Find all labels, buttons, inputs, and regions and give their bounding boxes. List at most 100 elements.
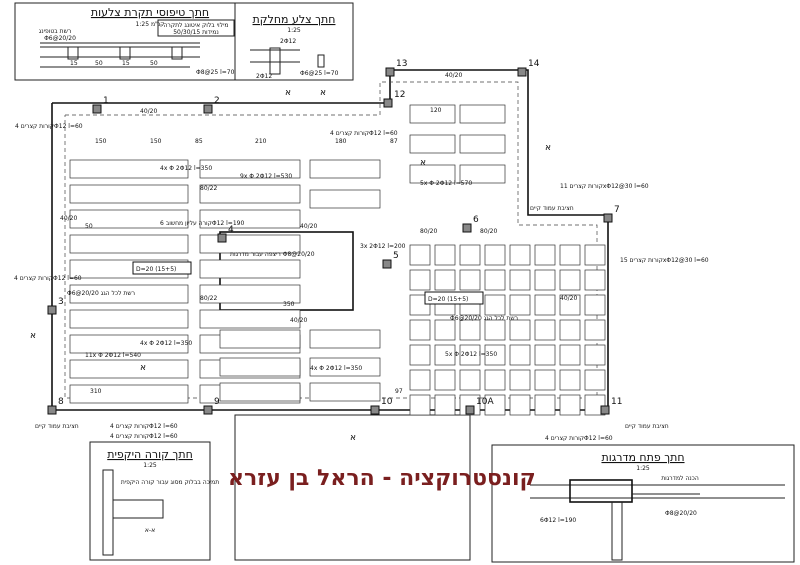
- rebar-label: 4x Φ 2Φ12 l=350: [310, 365, 362, 372]
- slab-block: [69, 359, 189, 379]
- slab-block: [484, 394, 506, 416]
- column-number: 1: [103, 96, 109, 106]
- bottom-extension: [234, 414, 471, 561]
- stirrup-note: קורות קצרים 4Φ12 l=60: [14, 275, 82, 282]
- column-number: 12: [394, 90, 405, 100]
- slab-block: [534, 319, 556, 341]
- bar-note: 6Φ12 l=190: [540, 517, 576, 524]
- dimension: 210: [255, 138, 267, 145]
- mesh-spec: Φ6@20/20: [44, 35, 76, 42]
- slab-block: [484, 344, 506, 366]
- column: [383, 98, 393, 108]
- slab-block: [459, 269, 481, 291]
- column-number: 7: [614, 205, 620, 215]
- column: [217, 233, 227, 243]
- slab-block: [199, 259, 301, 279]
- detail-scale: 1:25: [143, 462, 157, 469]
- rebar-label: 3x 2Φ12 l=200: [360, 243, 406, 250]
- column-note: חציבת עמוד קיים: [530, 205, 574, 212]
- detail-title: חתך צלע מחלקת: [253, 13, 336, 26]
- section-mark: א: [545, 143, 551, 153]
- column-number: 4: [228, 225, 234, 235]
- column: [462, 223, 472, 233]
- dim: 50: [150, 60, 158, 67]
- slab-block: [534, 369, 556, 391]
- column-note: חציבת עמוד קיים: [625, 423, 669, 430]
- beam-label: 40/20: [290, 317, 307, 324]
- mesh-label: רשת לכל הגג Φ6@20/20: [67, 290, 135, 297]
- slab-block: [584, 244, 606, 266]
- column-number: 6: [473, 215, 479, 225]
- slab-block: [199, 184, 301, 204]
- column-note: חציבת עמוד קיים: [35, 423, 79, 430]
- detail-stair-opening: חתך פתח מדרגות 1:25 הכנה למדרגות 6Φ12 l=…: [491, 444, 795, 563]
- slab-block: [199, 284, 301, 304]
- column: [465, 405, 475, 415]
- slab-block: [484, 319, 506, 341]
- rebar-label: 5x Φ 2Φ12 l=570: [420, 180, 472, 187]
- slab-block: [559, 319, 581, 341]
- slab-block: [484, 269, 506, 291]
- slab-block: [459, 369, 481, 391]
- beam-label: 40/20: [445, 72, 462, 79]
- column-number: 10A: [476, 397, 494, 407]
- column-number: 9: [214, 397, 220, 407]
- slab-block: [309, 357, 381, 377]
- section-label: א-א: [145, 527, 155, 534]
- slab-block: [309, 159, 381, 179]
- stirrup-note: Φ8@25 l=70: [196, 69, 235, 76]
- column-number: 13: [396, 59, 407, 69]
- beam-label: 80/20: [480, 228, 497, 235]
- detail-title: חתך קורה היקפית: [107, 448, 193, 461]
- dim: 50: [95, 60, 103, 67]
- title-banner: קונסטרוקציה - הראל בן עזרא: [228, 466, 536, 491]
- beam-label: 40/20: [60, 215, 77, 222]
- section-mark: א: [285, 88, 291, 98]
- slab-block: [509, 344, 531, 366]
- detail-edge-beam: חתך קורה היקפית 1:25 תמיכה בבלוק מסוג עב…: [89, 441, 219, 561]
- stirrup-note: קורות קצרים 15xΦ12@30 l=60: [620, 257, 709, 264]
- detail-rib-section: חתך צלע מחלקת 1:25 2Φ12 2Φ12 Φ6@25 l=70: [234, 2, 354, 81]
- slab-block: [309, 189, 381, 209]
- slab-block: [434, 269, 456, 291]
- dimension: 50: [85, 223, 93, 230]
- slab-block: [459, 319, 481, 341]
- slab-block: [69, 384, 189, 404]
- slab-block: [409, 104, 456, 124]
- column-number: 14: [528, 59, 540, 69]
- slab-block: [584, 319, 606, 341]
- column: [203, 405, 213, 415]
- detail-scale: קנ"מ 1:25: [136, 21, 165, 28]
- slab-block: [534, 344, 556, 366]
- rebar-label: 4x Φ 2Φ12 l=350: [160, 165, 212, 172]
- slab-block: [484, 294, 506, 316]
- slab-block: [409, 269, 431, 291]
- section-mark: א: [320, 88, 326, 98]
- slab-block: [509, 394, 531, 416]
- column: [203, 104, 213, 114]
- stirrup-note: קורות קצרים 4Φ12 l=60: [110, 423, 178, 430]
- section-mark: א: [140, 363, 146, 373]
- slab-block: [559, 294, 581, 316]
- slab-block: [559, 244, 581, 266]
- stair-beam-note: קורה עליון מחשוב 6Φ12 l=190: [160, 220, 244, 227]
- slab-block: [484, 369, 506, 391]
- slab-block: [534, 394, 556, 416]
- slab-block: [434, 394, 456, 416]
- dimension: 180: [335, 138, 347, 145]
- slab-block: [459, 394, 481, 416]
- beam-label: 40/20: [560, 295, 577, 302]
- slab-block: [584, 294, 606, 316]
- slab-block: [509, 244, 531, 266]
- dim: 15: [122, 60, 130, 67]
- column: [47, 305, 57, 315]
- dim: 15: [70, 60, 78, 67]
- slab-block: [584, 344, 606, 366]
- slab-block: [534, 244, 556, 266]
- detail-rib-ceiling: חתך טיפוסי תקרת צלעות קנ"מ 1:25 מילוי בל…: [14, 2, 236, 81]
- bar-note: 2Φ12: [280, 38, 296, 45]
- column: [47, 405, 57, 415]
- slab-block: [199, 209, 301, 229]
